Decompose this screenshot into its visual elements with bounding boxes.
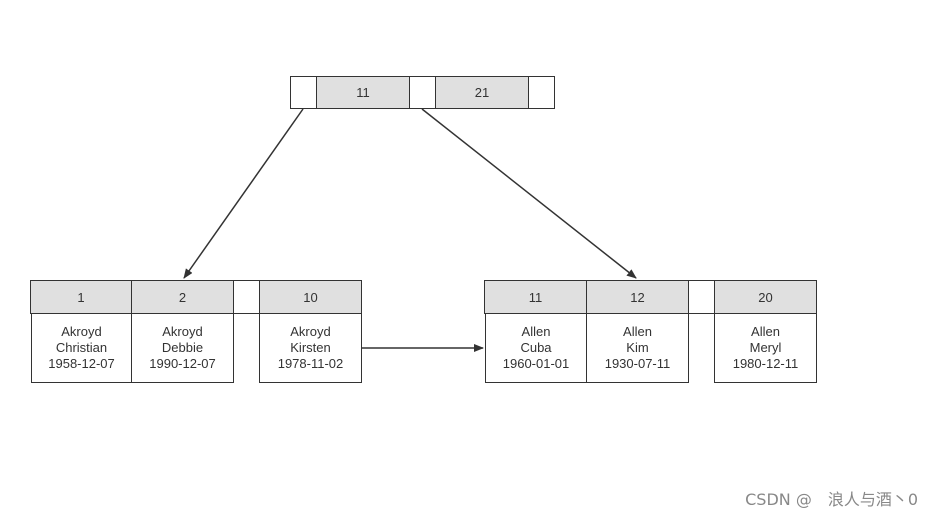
record-first-name: Kirsten bbox=[290, 340, 331, 355]
record-last-name: Akroyd bbox=[290, 324, 331, 339]
leaf-record: Allen Meryl 1980-12-11 bbox=[714, 313, 817, 383]
leaf-record: Akroyd Debbie 1990-12-07 bbox=[131, 313, 234, 383]
record-first-name: Kim bbox=[626, 340, 649, 355]
leaf-pointer-cell bbox=[233, 280, 260, 314]
watermark: CSDN @ 浪人与酒丶0 bbox=[745, 490, 918, 509]
leaf-record: Allen Cuba 1960-01-01 bbox=[485, 313, 587, 383]
leaf-record: Akroyd Kirsten 1978-11-02 bbox=[259, 313, 362, 383]
record-last-name: Akroyd bbox=[162, 324, 203, 339]
record-date: 1958-12-07 bbox=[48, 356, 115, 371]
leaf-record: Akroyd Christian 1958-12-07 bbox=[31, 313, 132, 383]
record-last-name: Allen bbox=[751, 324, 780, 339]
record-last-name: Allen bbox=[521, 324, 551, 339]
root-pointer-cell bbox=[290, 76, 317, 109]
root-key-cell: 11 bbox=[316, 76, 410, 109]
leaf-key-cell: 20 bbox=[714, 280, 817, 314]
leaf-key-cell: 10 bbox=[259, 280, 362, 314]
record-first-name: Cuba bbox=[520, 340, 552, 355]
record-date: 1960-01-01 bbox=[502, 356, 570, 371]
leaf-record: Allen Kim 1930-07-11 bbox=[586, 313, 689, 383]
record-date: 1930-07-11 bbox=[604, 356, 671, 371]
root-to-right-leaf-arrow bbox=[421, 108, 637, 279]
root-to-left-leaf-arrow bbox=[183, 108, 304, 279]
leaf-key-cell: 1 bbox=[30, 280, 132, 314]
leaf-key-cell: 12 bbox=[586, 280, 689, 314]
record-first-name: Debbie bbox=[161, 340, 204, 355]
leaf-key-cell: 2 bbox=[131, 280, 234, 314]
leaf-pointer-cell bbox=[688, 280, 715, 314]
record-last-name: Allen bbox=[623, 324, 652, 339]
record-date: 1980-12-11 bbox=[732, 356, 799, 371]
record-date: 1990-12-07 bbox=[149, 356, 216, 371]
root-pointer-cell bbox=[528, 76, 555, 109]
root-key-cell: 21 bbox=[435, 76, 529, 109]
record-first-name: Christian bbox=[55, 340, 108, 355]
record-date: 1978-11-02 bbox=[277, 356, 344, 371]
record-last-name: Akroyd bbox=[61, 324, 102, 339]
leaf-key-cell: 11 bbox=[484, 280, 587, 314]
record-first-name: Meryl bbox=[749, 340, 782, 355]
root-pointer-cell bbox=[409, 76, 436, 109]
